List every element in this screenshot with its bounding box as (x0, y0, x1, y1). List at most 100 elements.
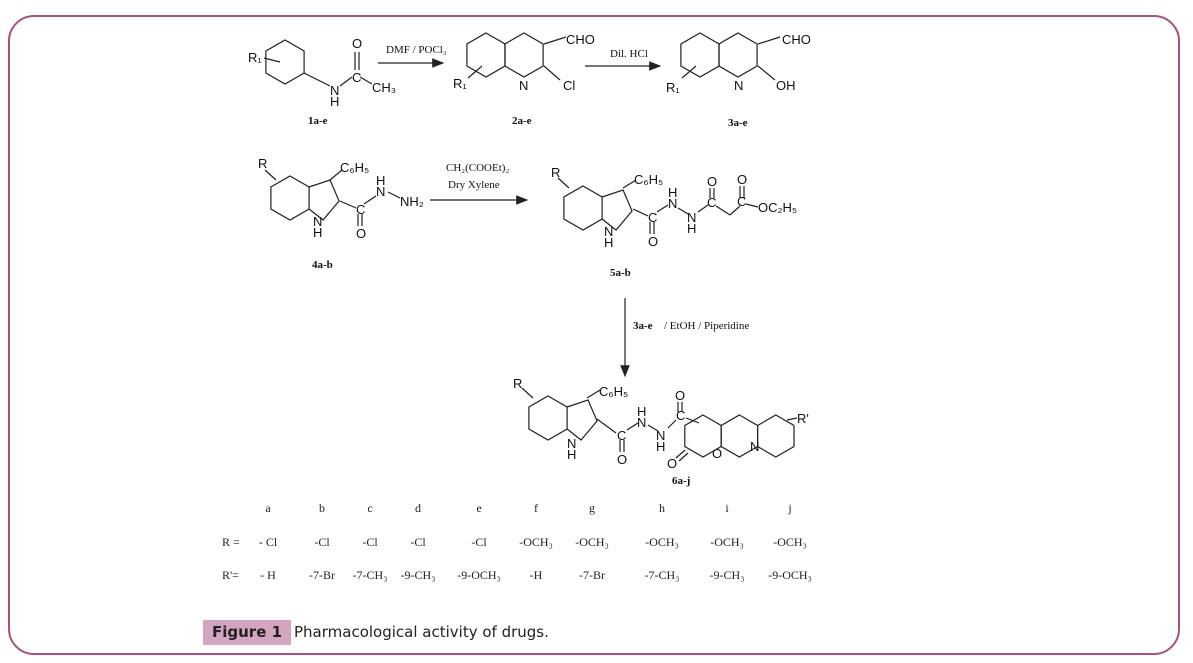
reagent-dry-xylene: Dry Xylene (448, 179, 500, 191)
r-label: R (551, 165, 560, 180)
atom-ch3: CH₃ (372, 80, 396, 95)
column-header: d (415, 501, 421, 515)
atom-c: C (617, 428, 626, 443)
atom-h: H (376, 173, 385, 188)
reagent-dmf-pocl3: DMF / POCl₃ (386, 44, 447, 56)
atom-c: C (707, 195, 716, 210)
figure-frame (8, 15, 1180, 655)
rprime-value-cell: -7-CH₃ (645, 568, 680, 582)
atom-n: N (687, 210, 696, 225)
compound-1: R₁ O C N H CH₃ 1a-e (248, 36, 396, 127)
atom-o: O (617, 452, 627, 467)
figure-caption: Pharmacological activity of drugs. (294, 623, 549, 641)
rprime-value-cell: -9-OCH₃ (457, 568, 501, 582)
atom-n: N (604, 224, 613, 239)
atom-o: O (648, 234, 658, 249)
pyrrole-ring (308, 179, 340, 221)
atom-h: H (637, 404, 646, 419)
column-header: j (787, 501, 791, 515)
r-value-cell: -OCH₃ (710, 535, 744, 549)
benzene-ring (270, 175, 310, 221)
atom-c: C (648, 210, 657, 225)
compound-6: R C₆H₅ C O N H N H C O O O N R' N H 6a-j (513, 376, 809, 487)
atom-o: O (737, 172, 747, 187)
substituent-table: R = R'= a- Cl- Hb-Cl-7-Brc-Cl-7-CH₃d-Cl-… (222, 501, 812, 582)
rprime-value-cell: -7-Br (579, 568, 605, 582)
reagent-diethyl-malonate: CH₂(COOEt)₂ (446, 162, 509, 174)
rprime-value-cell: -7-Br (309, 568, 335, 582)
atom-h: H (656, 439, 665, 454)
rprime-value-cell: -7-CH₃ (353, 568, 388, 582)
r-value-cell: -Cl (314, 535, 330, 549)
atom-cl: Cl (563, 78, 575, 93)
atom-o: O (675, 388, 685, 403)
atom-nh2: NH₂ (400, 194, 424, 209)
reagent-etoh-piperidine: / EtOH / Piperidine (664, 320, 749, 332)
atom-o: O (667, 456, 677, 471)
compound-label-4a-b: 4a-b (312, 259, 333, 271)
atom-cho: CHO (782, 32, 811, 47)
atom-cho: CHO (566, 32, 595, 47)
r-prime-label: R' (797, 411, 809, 426)
atom-c: C (356, 202, 365, 217)
atom-c: C (352, 70, 361, 85)
atom-n: N (313, 214, 322, 229)
r-label: R (513, 376, 522, 391)
compound-4: R C₆H₅ C O N H NH₂ N H 4a-b (258, 156, 424, 271)
r1-label: R₁ (453, 76, 467, 91)
atom-n: N (637, 415, 646, 430)
atom-n: N (668, 196, 677, 211)
atom-n: N (750, 439, 759, 454)
column-header: a (265, 501, 271, 515)
figure-label: Figure 1 (203, 620, 292, 645)
r-value-cell: - Cl (259, 535, 278, 549)
r-label: R (258, 156, 267, 171)
benzene-ring (756, 414, 795, 458)
r-value-cell: -Cl (410, 535, 426, 549)
r-value-cell: -OCH₃ (575, 535, 609, 549)
atom-c: C (737, 194, 746, 209)
atom-c6h5: C₆H₅ (340, 160, 369, 175)
reagent-dil-hcl: Dil. HCl (610, 48, 648, 60)
pyridine-ring (504, 32, 544, 78)
compound-5: R C₆H₅ C O N H N H C O C O OC₂H₅ N H 5a-… (551, 165, 797, 279)
atom-o: O (707, 174, 717, 189)
atom-h: H (567, 447, 576, 462)
atom-h: H (313, 225, 322, 240)
benzene-ring (563, 185, 603, 231)
compound-3: CHO N OH R₁ 3a-e (666, 32, 811, 129)
pyrrole-ring (566, 399, 598, 441)
benzene-ring (528, 395, 568, 441)
compound-label-1a-e: 1a-e (308, 115, 328, 127)
r-value-cell: -OCH₃ (519, 535, 553, 549)
atom-n: N (567, 436, 576, 451)
column-header: f (534, 501, 538, 515)
atom-n: N (330, 83, 339, 98)
benzene-ring (680, 32, 720, 78)
column-header: b (319, 501, 325, 515)
reagent-3a-e: 3a-e (633, 320, 653, 332)
ring-structures (265, 32, 795, 458)
atom-c: C (676, 408, 685, 423)
atom-h: H (604, 235, 613, 250)
column-header: c (367, 501, 372, 515)
atom-n: N (519, 78, 528, 93)
atom-h: H (668, 185, 677, 200)
rprime-value-cell: -9-CH₃ (401, 568, 436, 582)
rprime-value-cell: -9-CH₃ (710, 568, 745, 582)
compound-label-5a-b: 5a-b (610, 267, 631, 279)
compound-label-3a-e: 3a-e (728, 117, 748, 129)
atom-o: O (352, 36, 362, 51)
atom-n: N (734, 78, 743, 93)
rprime-row-label: R'= (222, 568, 239, 582)
compound-label-2a-e: 2a-e (512, 115, 532, 127)
atom-c6h5: C₆H₅ (634, 172, 663, 187)
atom-oc2h5: OC₂H₅ (758, 200, 797, 215)
r-value-cell: -OCH₃ (773, 535, 807, 549)
compound-label-6a-j: 6a-j (672, 475, 690, 487)
r-value-cell: -Cl (471, 535, 487, 549)
atom-h: H (687, 221, 696, 236)
column-header: h (659, 501, 665, 515)
compound-2: CHO N Cl R₁ 2a-e (453, 32, 595, 127)
